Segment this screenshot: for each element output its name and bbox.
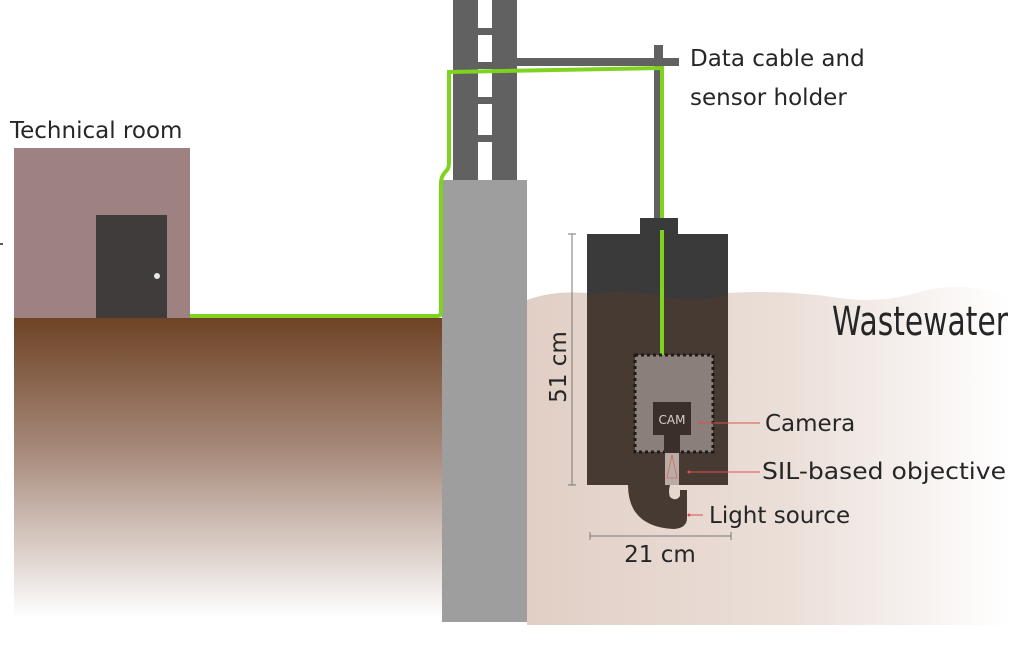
data-cable-label-line2: sensor holder: [690, 85, 847, 111]
technical-room-label: Technical room: [9, 118, 182, 144]
height-dimension: [568, 233, 576, 486]
data-cable-label-line1: Data cable and: [690, 46, 865, 72]
width-dimension-label: 21 cm: [624, 542, 696, 568]
wastewater-label: Wastewater: [832, 299, 1008, 345]
pillar: [442, 180, 527, 622]
camera-body: [653, 402, 691, 435]
camera-label: Camera: [765, 411, 855, 437]
sil-lens-cone: [666, 454, 678, 479]
light-source: [628, 485, 687, 529]
sil-objective-label: SIL-based objective: [762, 459, 1006, 485]
light-source-label: Light source: [709, 503, 850, 529]
door: [96, 215, 167, 318]
data-cable: [190, 65, 664, 480]
height-dimension-label: 51 cm: [546, 331, 572, 403]
housing-cap: [640, 218, 678, 236]
light-callout-dot: [687, 513, 691, 517]
holder-arm-vertical: [654, 45, 663, 225]
sil-objective: [665, 453, 679, 485]
sil-callout-dot: [687, 470, 691, 474]
camera-mount: [664, 435, 680, 453]
ground: [14, 318, 444, 618]
door-knob: [154, 273, 160, 279]
width-dimension: [589, 532, 732, 540]
cam-box-label: CAM: [659, 413, 686, 427]
camera-callout-dot: [698, 421, 702, 425]
holder-arm-horizontal: [517, 58, 679, 66]
ladder: [453, 0, 517, 180]
